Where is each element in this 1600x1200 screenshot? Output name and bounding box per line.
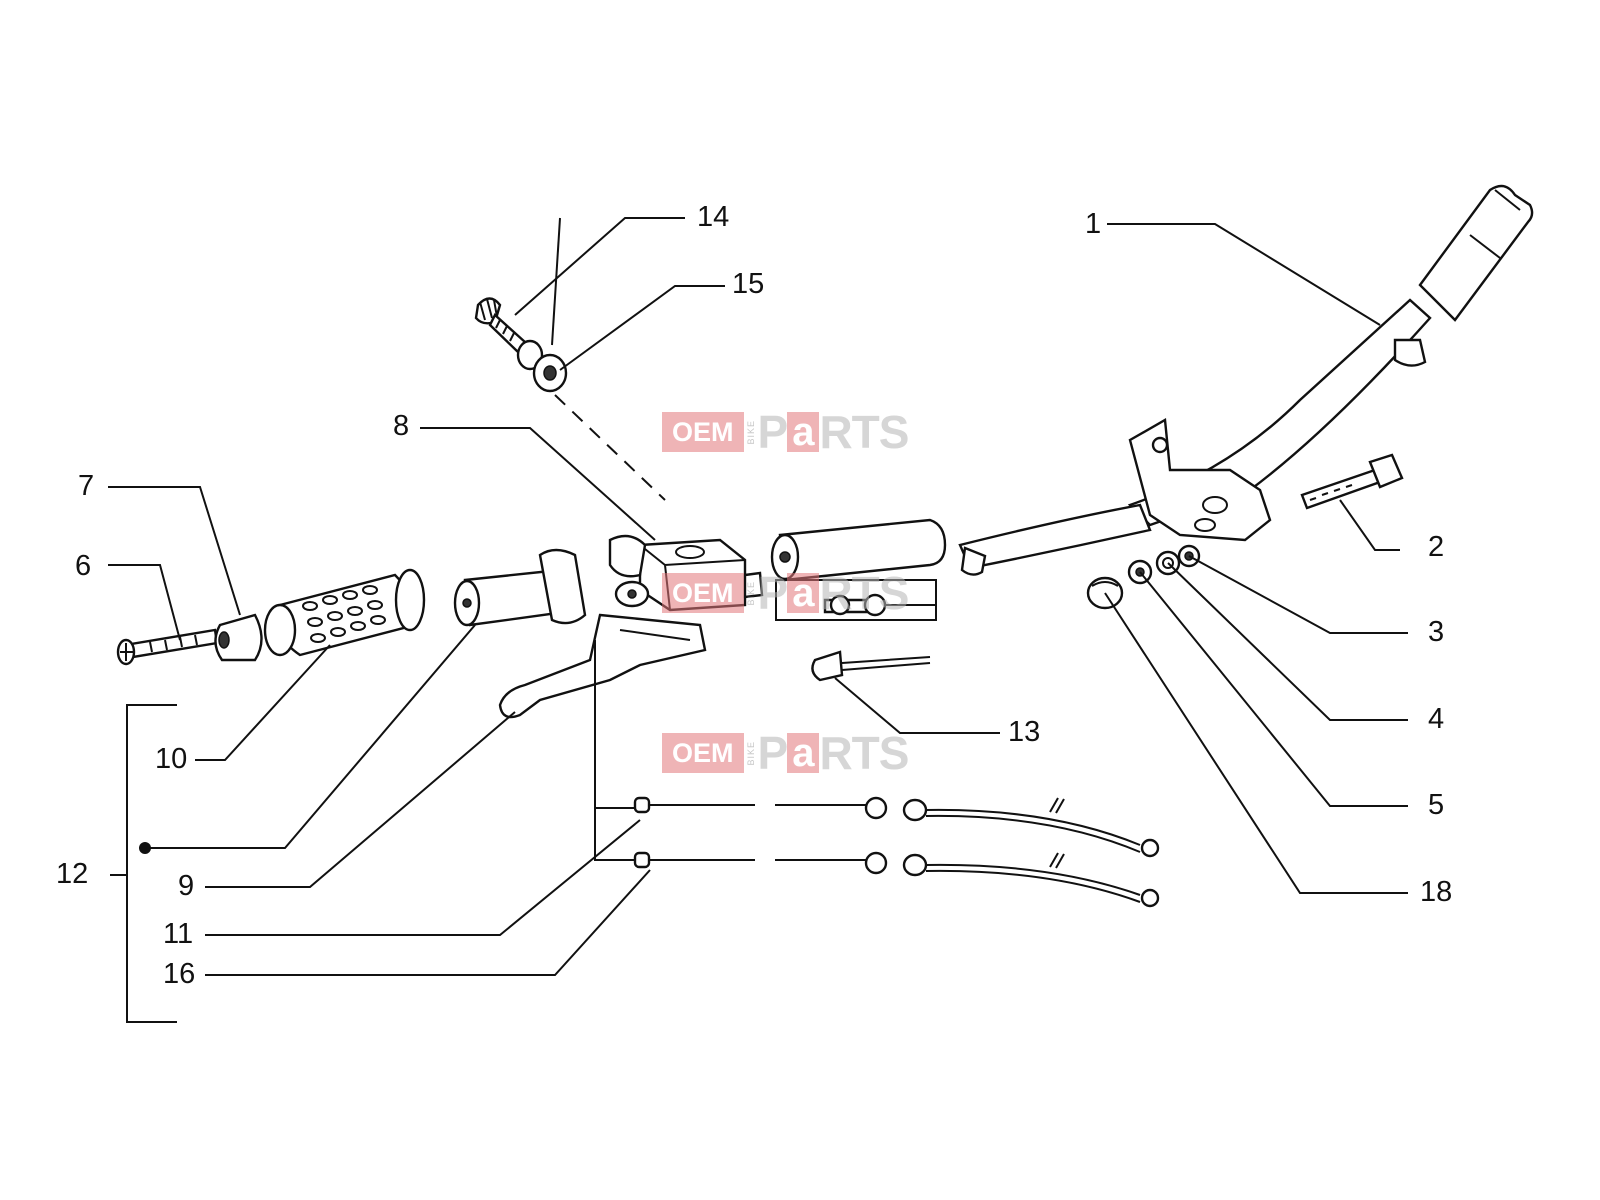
watermark-p: P — [757, 727, 789, 779]
leader-lines — [108, 217, 1408, 1023]
group-12-dot — [139, 842, 151, 854]
brake-lever — [498, 613, 707, 719]
callout-6: 6 — [75, 550, 92, 582]
bolt-part-2 — [1300, 453, 1404, 510]
watermark-bike: BIKE — [745, 580, 756, 606]
watermark-rts: RTS — [819, 727, 909, 779]
watermark-oem: OEM — [662, 573, 744, 613]
watermark-p: P — [757, 567, 789, 619]
watermark-oem-parts: OEM BIKE P a RTS — [662, 727, 909, 779]
handlebar-part — [770, 184, 1534, 582]
callout-4: 4 — [1428, 703, 1445, 735]
callout-13: 13 — [1008, 716, 1041, 748]
callout-5: 5 — [1428, 789, 1445, 821]
watermark-oem: OEM — [662, 412, 744, 452]
watermark-oem-parts: OEM BIKE P a RTS — [662, 567, 909, 619]
washer-nut-stack — [1127, 544, 1201, 585]
bar-weight-part-7 — [214, 613, 263, 662]
cable-part-16 — [633, 851, 1160, 908]
callout-1: 1 — [1085, 208, 1102, 240]
cable-part-11 — [633, 796, 1160, 858]
callout-15: 15 — [732, 268, 765, 300]
callout-9: 9 — [178, 870, 195, 902]
watermark-bike: BIKE — [745, 419, 756, 445]
callout-12: 12 — [56, 858, 89, 890]
grip-part-10 — [263, 568, 426, 657]
brake-hose-fitting — [775, 579, 937, 621]
watermark-a: a — [787, 571, 820, 615]
watermark-p: P — [757, 406, 789, 458]
callout-2: 2 — [1428, 531, 1445, 563]
screw-part-6 — [116, 628, 219, 666]
callout-8: 8 — [393, 410, 410, 442]
banjo-bolt-part-14 — [474, 297, 527, 354]
stoplight-switch-part-13 — [811, 650, 931, 682]
watermark-oem-parts: OEM BIKE P a RTS — [662, 406, 909, 458]
callout-18: 18 — [1420, 876, 1453, 908]
watermark-rts: RTS — [819, 567, 909, 619]
throttle-tube-part-9 — [453, 548, 587, 627]
callout-3: 3 — [1428, 616, 1445, 648]
watermark-rts: RTS — [819, 406, 909, 458]
washer-part-15 — [516, 339, 568, 393]
callout-16: 16 — [163, 958, 196, 990]
watermark-a: a — [787, 410, 820, 454]
watermark-a: a — [787, 731, 820, 775]
callout-7: 7 — [78, 470, 95, 502]
watermark-oem: OEM — [662, 733, 744, 773]
callout-11: 11 — [163, 918, 194, 950]
callout-14: 14 — [697, 201, 730, 233]
callout-10: 10 — [155, 743, 188, 775]
watermark-bike: BIKE — [745, 740, 756, 766]
